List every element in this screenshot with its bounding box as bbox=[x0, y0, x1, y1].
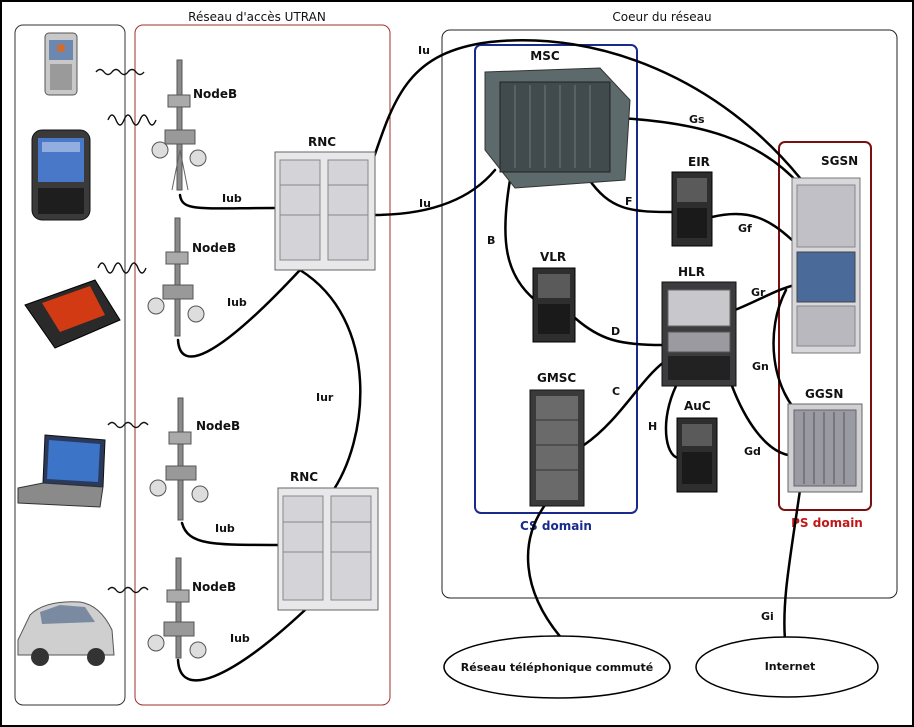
cs-domain-box bbox=[474, 44, 638, 514]
b-link bbox=[504, 178, 537, 302]
core-panel bbox=[441, 29, 898, 599]
f-label: F bbox=[625, 195, 633, 208]
iu-mid-link bbox=[371, 168, 497, 217]
rnc-2 bbox=[277, 487, 379, 611]
iub-label-4: Iub bbox=[230, 632, 250, 645]
iu-top-label: Iu bbox=[418, 44, 430, 57]
iu-top-link bbox=[371, 38, 802, 180]
hlr-equipment bbox=[661, 281, 737, 387]
interface-labels: Iub Iub Iub Iub Iu Iu Iur Gs F Gf B D Gr… bbox=[215, 44, 774, 645]
f-link bbox=[586, 176, 674, 214]
rnc-label-1: RNC bbox=[308, 135, 336, 149]
ps-domain-label: PS domain bbox=[791, 516, 863, 530]
msc-equipment bbox=[484, 67, 631, 189]
auc-equipment bbox=[676, 417, 718, 493]
iub-link-1 bbox=[178, 193, 278, 210]
radio-wave-5 bbox=[107, 586, 149, 594]
pstn-link bbox=[526, 503, 565, 642]
gf-label: Gf bbox=[738, 222, 752, 235]
auc-label: AuC bbox=[684, 399, 711, 413]
ggsn-label: GGSN bbox=[805, 387, 843, 401]
gmsc-label: GMSC bbox=[537, 371, 576, 385]
rnc-label-2: RNC bbox=[290, 470, 318, 484]
nodeb-antenna-1 bbox=[151, 59, 207, 191]
nodeb-label-1: NodeB bbox=[193, 87, 237, 101]
sgsn-equipment bbox=[791, 177, 861, 354]
vlr-equipment bbox=[532, 267, 576, 343]
smartphone-device bbox=[31, 129, 91, 221]
iur-label: Iur bbox=[316, 391, 334, 404]
iub-link-4 bbox=[176, 608, 307, 682]
iub-label-2: Iub bbox=[227, 296, 247, 309]
gi-label: Gi bbox=[761, 610, 774, 623]
radio-wave-3 bbox=[97, 262, 147, 274]
gs-label: Gs bbox=[689, 113, 705, 126]
devices-panel bbox=[14, 24, 126, 706]
radio-wave-4 bbox=[107, 421, 149, 429]
c-label: C bbox=[612, 385, 620, 398]
gd-link bbox=[730, 384, 790, 457]
iur-link bbox=[298, 268, 362, 497]
nodeb-label-3: NodeB bbox=[196, 419, 240, 433]
gs-link bbox=[616, 116, 802, 187]
radio-waves bbox=[95, 68, 157, 594]
d-label: D bbox=[611, 325, 620, 338]
rnc-1 bbox=[274, 151, 376, 271]
sgsn-label: SGSN bbox=[821, 154, 858, 168]
d-link bbox=[573, 316, 664, 347]
internet-link bbox=[783, 488, 802, 642]
radio-wave-2 bbox=[107, 114, 157, 126]
gd-label: Gd bbox=[744, 445, 761, 458]
eir-equipment bbox=[671, 171, 713, 247]
nodeb-antenna-2 bbox=[147, 217, 205, 337]
internet-ellipse bbox=[695, 636, 879, 698]
internet-label: Internet bbox=[765, 660, 816, 673]
iub-link-2 bbox=[176, 268, 302, 358]
gf-link bbox=[710, 212, 794, 242]
pstn-ellipse bbox=[443, 635, 671, 699]
pda-device bbox=[24, 279, 121, 349]
iub-label-3: Iub bbox=[215, 522, 235, 535]
laptop-device bbox=[17, 434, 106, 508]
ps-domain-box bbox=[778, 141, 872, 511]
car-device bbox=[17, 601, 115, 666]
iub-link-3 bbox=[180, 521, 280, 547]
core-title: Coeur du réseau bbox=[612, 10, 711, 24]
h-label: H bbox=[648, 420, 657, 433]
hlr-label: HLR bbox=[678, 265, 705, 279]
eir-label: EIR bbox=[688, 155, 710, 169]
gr-link bbox=[733, 283, 797, 312]
utran-panel bbox=[134, 24, 391, 706]
ggsn-equipment bbox=[787, 403, 863, 493]
nodeb-antennas bbox=[147, 59, 209, 659]
gmsc-equipment bbox=[529, 389, 585, 507]
nodeb-antenna-3 bbox=[149, 397, 209, 521]
iub-label-1: Iub bbox=[222, 192, 242, 205]
c-link bbox=[582, 360, 666, 447]
utran-title: Réseau d'accès UTRAN bbox=[188, 10, 326, 24]
nodeb-label-2: NodeB bbox=[192, 241, 236, 255]
iu-mid-label: Iu bbox=[419, 197, 431, 210]
radio-wave-1 bbox=[95, 68, 145, 76]
gr-label: Gr bbox=[751, 286, 766, 299]
links bbox=[176, 38, 807, 682]
vlr-label: VLR bbox=[540, 250, 566, 264]
b-label: B bbox=[487, 234, 495, 247]
msc-label: MSC bbox=[530, 49, 560, 63]
pstn-label: Réseau téléphonique commuté bbox=[461, 661, 653, 674]
nodeb-label-4: NodeB bbox=[192, 580, 236, 594]
phone-device bbox=[44, 32, 78, 96]
nodeb-antenna-4 bbox=[147, 557, 207, 659]
cs-domain-label: CS domain bbox=[520, 519, 592, 533]
h-link bbox=[664, 384, 680, 460]
gn-label: Gn bbox=[752, 360, 769, 373]
